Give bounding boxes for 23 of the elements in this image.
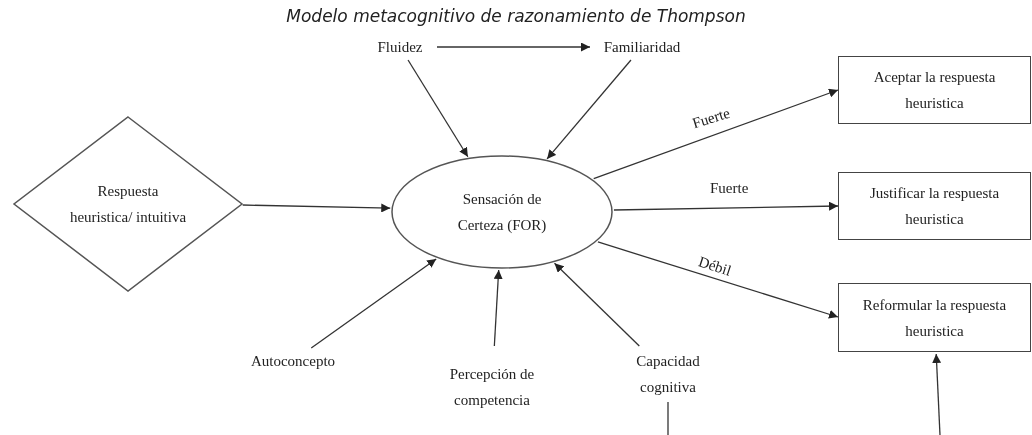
process-box: Justificar la respuesta heuristica xyxy=(838,172,1031,240)
node-text: Respuesta heuristica/ intuitiva xyxy=(68,182,188,227)
factor-label: Autoconcepto xyxy=(250,352,336,371)
factor-label: Familiaridad xyxy=(603,38,681,57)
arrow xyxy=(546,59,632,160)
arrow xyxy=(407,59,469,158)
factor-label: Percepción de competencia xyxy=(448,365,536,410)
diagram-title: Modelo metacognitivo de razonamiento de Thompson xyxy=(285,6,747,26)
arrow xyxy=(493,269,503,347)
arrow xyxy=(553,262,640,347)
arrow xyxy=(593,88,839,180)
process-box: Reformular la respuesta heuristica xyxy=(838,283,1031,352)
arrow xyxy=(242,203,391,213)
factor-label: Fluidez xyxy=(377,38,423,57)
arrow xyxy=(613,201,839,211)
arrow xyxy=(932,353,942,435)
factor-label: Capacidad cognitiva xyxy=(635,352,701,397)
arrow xyxy=(436,42,591,52)
arrow xyxy=(597,241,839,319)
arrow xyxy=(310,258,437,349)
process-box: Aceptar la respuesta heuristica xyxy=(838,56,1031,124)
node-text: Sensación de Certeza (FOR) xyxy=(456,190,548,235)
connector-line xyxy=(667,401,669,435)
